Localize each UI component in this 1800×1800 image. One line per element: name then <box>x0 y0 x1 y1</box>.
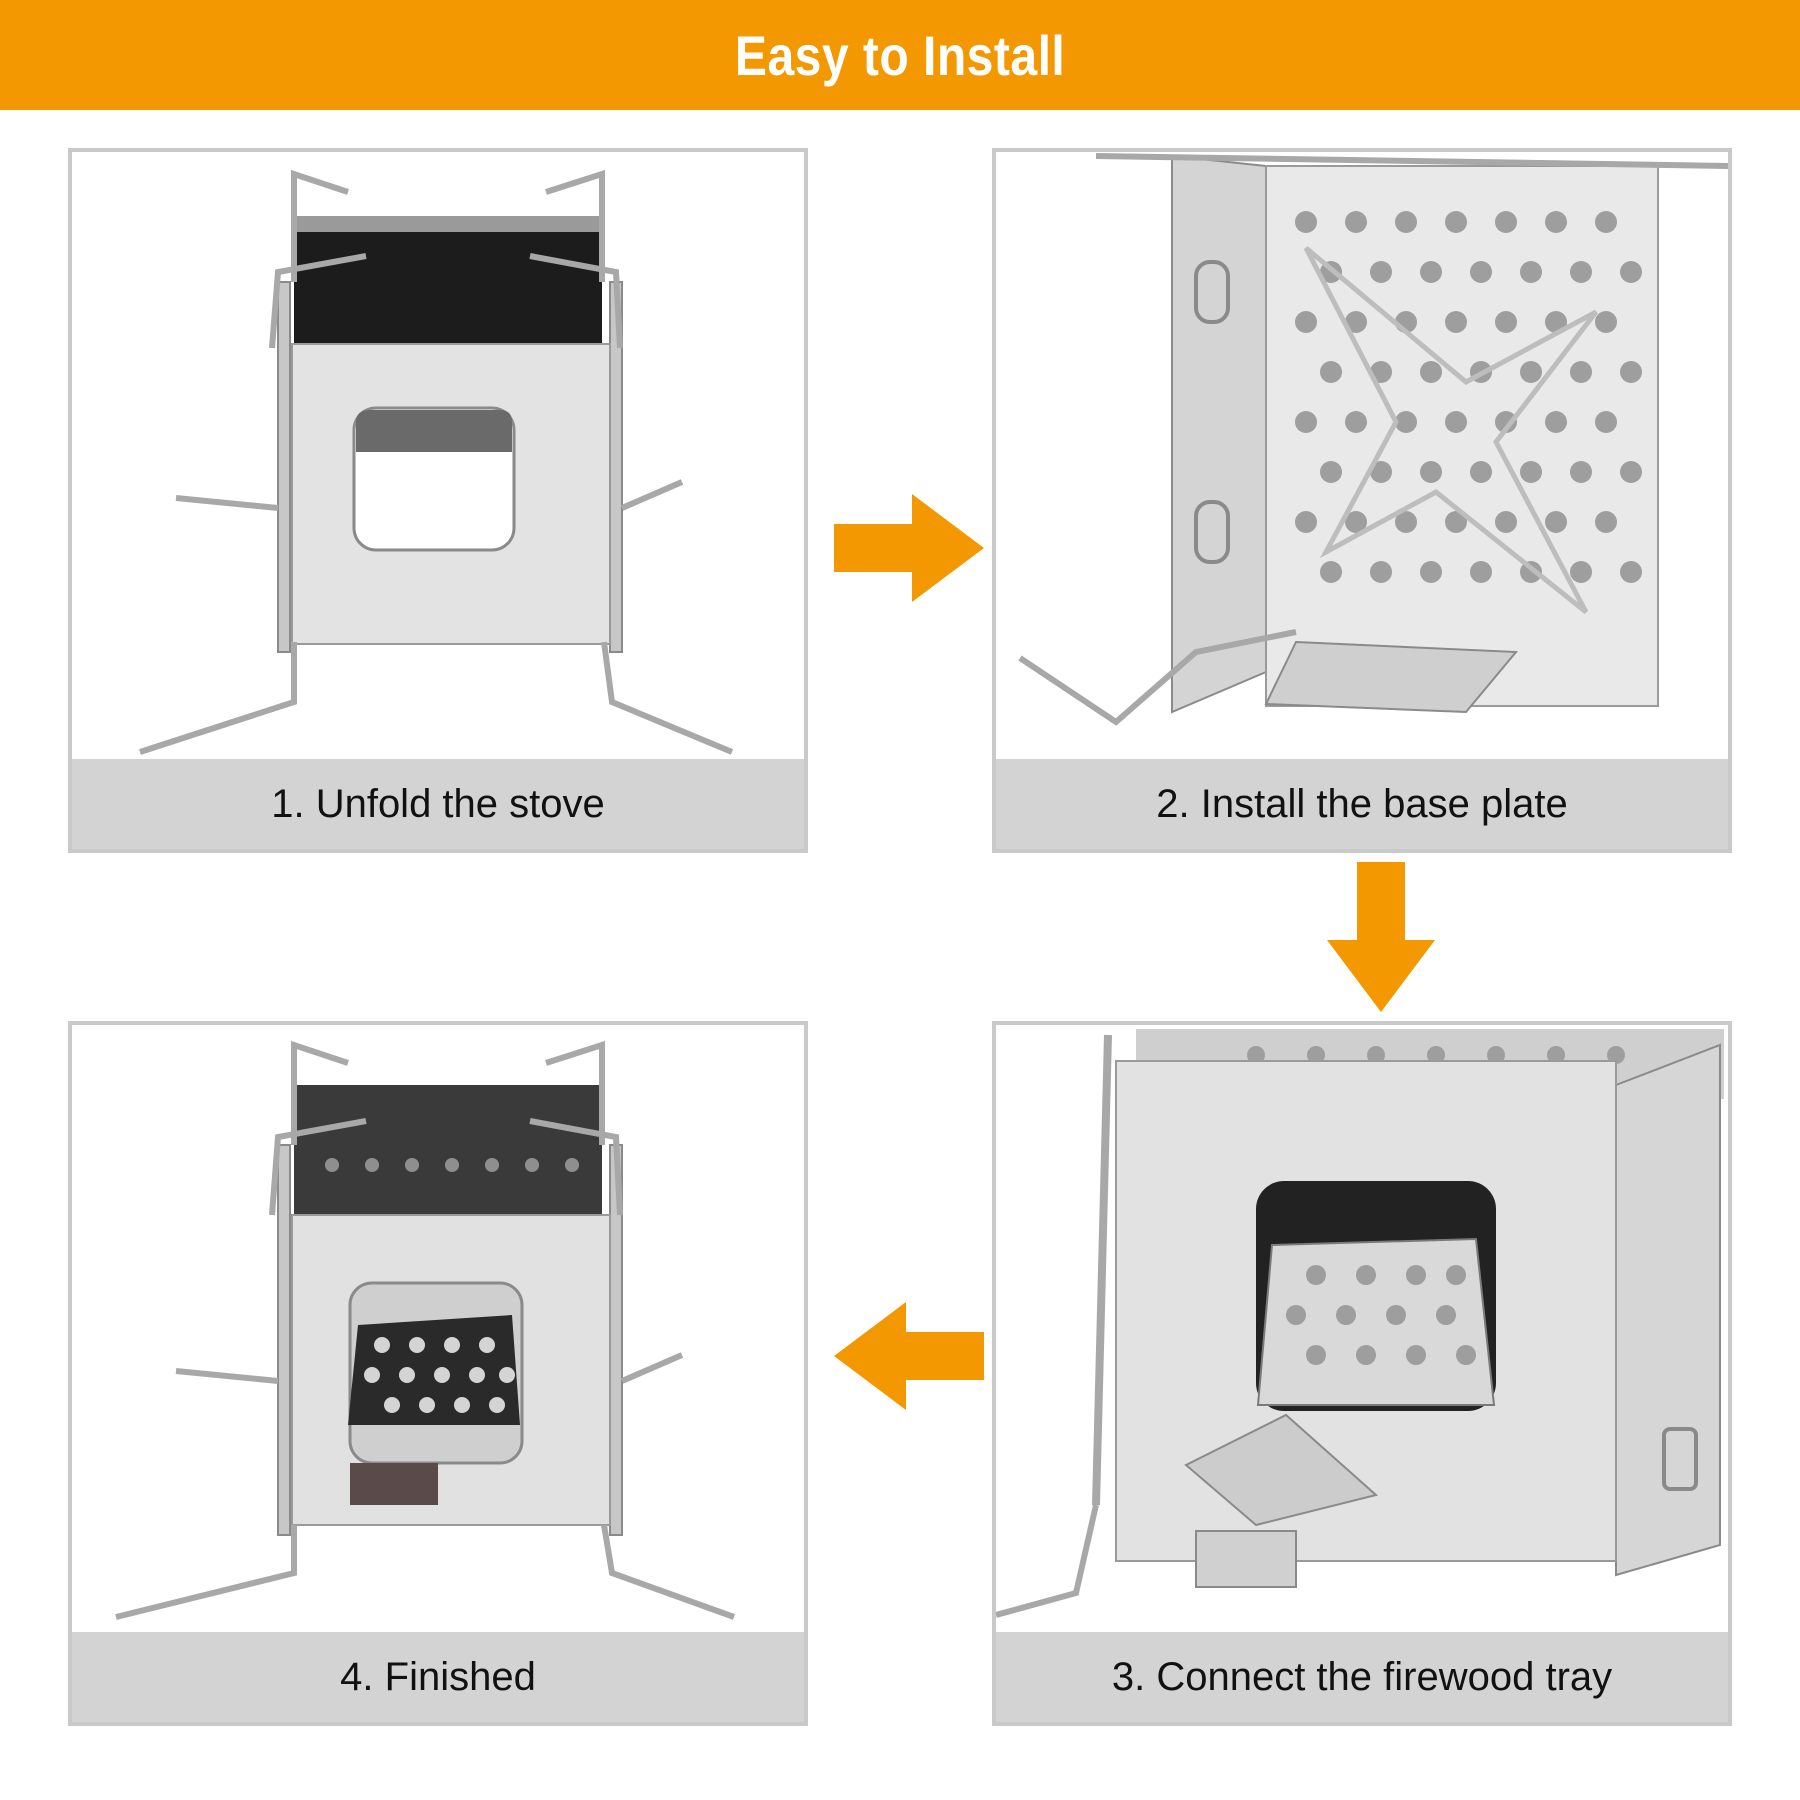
header-banner: Easy to Install <box>0 0 1800 110</box>
base-plate-illustration <box>996 152 1728 759</box>
step-4-caption: 4. Finished <box>72 1632 804 1722</box>
step-card-firewood-tray: 3. Connect the firewood tray <box>992 1021 1732 1726</box>
folded-stove-illustration <box>72 152 804 759</box>
arrow-right-icon <box>834 494 984 602</box>
arrow-down-icon <box>1327 862 1435 1012</box>
arrow-left-icon <box>834 1302 984 1410</box>
step-2-photo <box>996 152 1728 759</box>
step-card-unfold: 1. Unfold the stove <box>68 148 808 853</box>
step-3-caption: 3. Connect the firewood tray <box>996 1632 1728 1722</box>
step-card-finished: 4. Finished <box>68 1021 808 1726</box>
finished-stove-illustration <box>72 1025 804 1632</box>
step-4-photo <box>72 1025 804 1632</box>
firewood-tray-illustration <box>996 1025 1728 1632</box>
step-card-base-plate: 2. Install the base plate <box>992 148 1732 853</box>
step-3-photo <box>996 1025 1728 1632</box>
step-1-caption: 1. Unfold the stove <box>72 759 804 849</box>
step-2-caption: 2. Install the base plate <box>996 759 1728 849</box>
banner-title: Easy to Install <box>734 23 1066 87</box>
step-1-photo <box>72 152 804 759</box>
